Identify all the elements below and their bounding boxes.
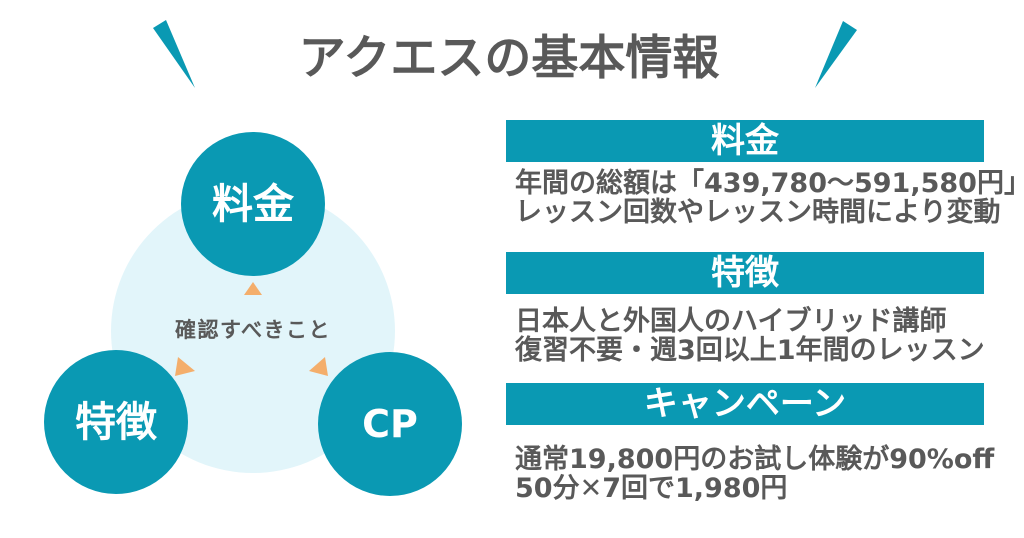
section-line: 通常19,800円のお試し体験が90%off [515, 444, 995, 475]
section-line: 年間の総額は「439,780〜591,580円」 [515, 168, 1024, 199]
right-spike-decoration [815, 21, 857, 88]
node-circle-price [181, 132, 325, 276]
page-title: アクエスの基本情報 [298, 31, 720, 86]
section-body-price: 年間の総額は「439,780〜591,580円」 レッスン回数やレッスン時間によ… [515, 168, 1024, 228]
section-heading-features: 特徴 [506, 252, 984, 294]
diagram-center-label: 確認すべきこと [174, 318, 332, 342]
section-heading-campaign: キャンペーン [506, 383, 984, 425]
node-label-cp: CP [362, 402, 418, 446]
section-heading-price: 料金 [506, 120, 984, 162]
section-line: 50分✕7回で1,980円 [515, 473, 788, 504]
node-circle-features [44, 350, 188, 494]
node-circle-cp [318, 352, 462, 496]
section-line: 日本人と外国人のハイブリッド講師 [515, 306, 947, 337]
arrow-up-left-icon [175, 357, 195, 376]
arrow-up-right-icon [309, 357, 328, 376]
node-label-price: 料金 [212, 180, 294, 228]
node-label-features: 特徴 [75, 398, 157, 446]
left-spike-decoration [153, 20, 195, 88]
section-body-features: 日本人と外国人のハイブリッド講師 復習不要・週3回以上1年間のレッスン [515, 307, 1015, 365]
section-line: レッスン回数やレッスン時間により変動 [515, 197, 1001, 228]
section-line: 復習不要・週3回以上1年間のレッスン [515, 335, 985, 366]
arrow-up-icon [244, 282, 262, 295]
section-body-campaign: 通常19,800円のお試し体験が90%off 50分✕7回で1,980円 [515, 445, 1015, 503]
